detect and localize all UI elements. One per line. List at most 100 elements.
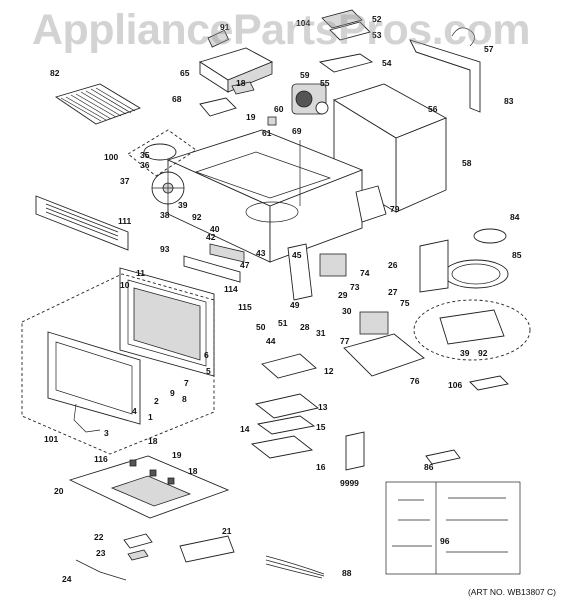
label-11: 11 <box>136 268 145 278</box>
part-mounting-bracket <box>409 39 481 113</box>
part-filter <box>179 535 235 563</box>
part-hardware-box <box>385 481 521 575</box>
label-115: 115 <box>238 302 252 312</box>
label-65: 65 <box>180 68 190 78</box>
part-board-12 <box>261 353 317 379</box>
label-74: 74 <box>360 268 370 278</box>
label-38: 38 <box>160 210 170 220</box>
label-79: 79 <box>390 204 400 214</box>
label-29: 29 <box>338 290 348 300</box>
label-88: 88 <box>342 568 352 578</box>
label-101: 101 <box>44 434 58 444</box>
label-85: 85 <box>512 250 522 260</box>
label-111: 111 <box>118 216 132 226</box>
label-51: 51 <box>278 318 288 328</box>
label-15: 15 <box>316 422 326 432</box>
part-control-board <box>355 185 387 223</box>
label-14: 14 <box>240 424 250 434</box>
part-number-labels: 91 104 52 53 57 65 54 82 18 59 55 56 83 … <box>44 14 522 584</box>
part-base-76 <box>343 333 425 377</box>
part-60 <box>267 116 277 126</box>
label-84: 84 <box>510 212 520 222</box>
label-12: 12 <box>324 366 334 376</box>
part-fan-motor <box>291 83 329 115</box>
label-28: 28 <box>300 322 310 332</box>
label-26: 26 <box>388 260 398 270</box>
part-cord <box>451 27 475 47</box>
label-91: 91 <box>220 22 230 32</box>
label-42: 42 <box>206 232 216 242</box>
label-19a: 19 <box>246 112 256 122</box>
part-harness <box>265 555 325 579</box>
label-9: 9 <box>170 388 175 398</box>
label-3: 3 <box>104 428 109 438</box>
part-22 <box>123 533 153 549</box>
part-oven-cavity <box>166 129 364 263</box>
label-4: 4 <box>132 406 137 416</box>
part-vent-grille <box>35 195 129 251</box>
label-92a: 92 <box>192 212 202 222</box>
part-grid-shelf <box>54 83 142 125</box>
part-bottom-cover <box>68 455 230 519</box>
label-21: 21 <box>222 526 232 536</box>
label-1: 1 <box>148 412 153 422</box>
label-60: 60 <box>274 104 284 114</box>
label-114: 114 <box>224 284 238 294</box>
label-47: 47 <box>240 260 250 270</box>
label-20: 20 <box>54 486 64 496</box>
label-96: 96 <box>440 536 450 546</box>
label-13: 13 <box>318 402 328 412</box>
label-50: 50 <box>256 322 266 332</box>
label-18c: 18 <box>188 466 198 476</box>
part-trays <box>250 393 320 459</box>
part-damper <box>321 9 371 41</box>
label-9999: 9999 <box>340 478 359 488</box>
label-76: 76 <box>410 376 420 386</box>
part-door-front <box>47 331 141 425</box>
part-93 <box>183 255 241 283</box>
part-stirrer-fan <box>151 171 185 205</box>
label-44: 44 <box>266 336 276 346</box>
label-92b: 92 <box>478 348 488 358</box>
label-57: 57 <box>484 44 494 54</box>
part-cavity-inset <box>413 299 531 361</box>
label-52: 52 <box>372 14 382 24</box>
label-100: 100 <box>104 152 118 162</box>
label-10: 10 <box>120 280 130 290</box>
label-37: 37 <box>120 176 130 186</box>
label-58: 58 <box>462 158 472 168</box>
label-7: 7 <box>184 378 189 388</box>
part-lamp-sockets <box>129 459 175 485</box>
part-26 <box>419 239 449 293</box>
label-77: 77 <box>340 336 350 346</box>
part-wire-24 <box>75 559 127 581</box>
label-18a: 18 <box>236 78 246 88</box>
art-number: (ART NO. WB13807 C) <box>467 587 556 597</box>
part-turntable-rim <box>451 263 501 285</box>
label-5: 5 <box>206 366 211 376</box>
label-104: 104 <box>296 18 310 28</box>
label-55: 55 <box>320 78 330 88</box>
label-75: 75 <box>400 298 410 308</box>
label-54: 54 <box>382 58 392 68</box>
part-door-glass <box>133 287 201 361</box>
part-roller-ring <box>473 228 507 244</box>
label-82: 82 <box>50 68 60 78</box>
label-106: 106 <box>448 380 462 390</box>
label-24: 24 <box>62 574 72 584</box>
label-18b: 18 <box>148 436 158 446</box>
label-16: 16 <box>316 462 326 472</box>
label-56: 56 <box>428 104 438 114</box>
label-83: 83 <box>504 96 514 106</box>
label-23: 23 <box>96 548 106 558</box>
part-door-lead <box>73 403 101 433</box>
part-106 <box>469 375 509 391</box>
label-6: 6 <box>204 350 209 360</box>
label-53: 53 <box>372 30 382 40</box>
part-42 <box>209 243 245 263</box>
label-22: 22 <box>94 532 104 542</box>
label-45: 45 <box>292 250 302 260</box>
part-45 <box>287 243 313 301</box>
part-86 <box>425 449 461 465</box>
